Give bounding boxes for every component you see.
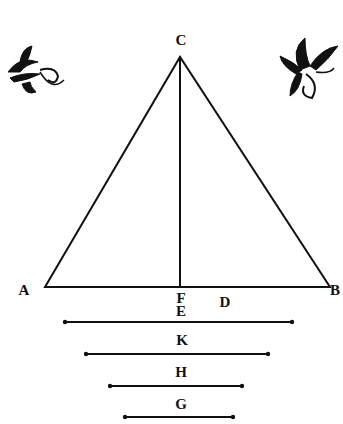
segment-line [110,385,242,387]
triangle [45,57,330,287]
point-label: K [176,333,188,348]
point-label: G [175,397,187,412]
point-label: B [330,283,340,298]
fleuron-left [8,46,64,93]
segment-line [125,416,233,418]
point-label: D [220,295,231,310]
point-label: H [175,365,187,380]
fleuron-right [280,38,338,98]
point-label: C [176,33,187,48]
segment-line [86,353,268,355]
perpendicular [179,57,181,287]
segment-line [65,321,292,323]
end-dots [63,320,294,419]
point-label: A [19,283,30,298]
point-label: E [176,304,186,319]
